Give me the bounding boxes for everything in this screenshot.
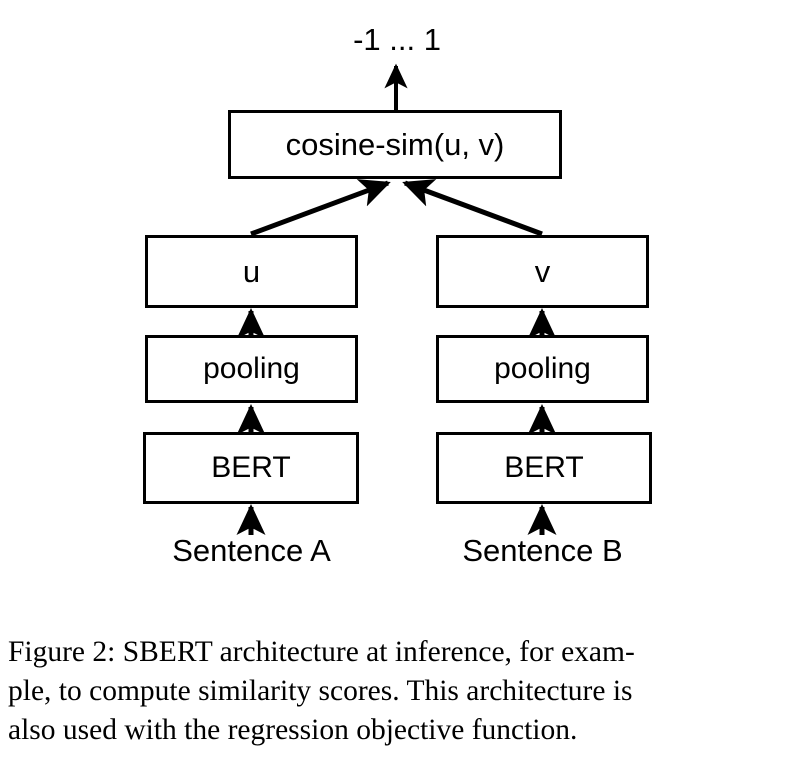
node-bert-right: BERT — [436, 432, 652, 504]
arrow-u-to-cosine — [250, 179, 391, 237]
node-v: v — [436, 235, 649, 308]
output-range-label: -1 ... 1 — [353, 22, 441, 57]
node-bert-left: BERT — [143, 432, 359, 504]
diagram-connectors — [236, 63, 557, 535]
node-u: u — [145, 235, 358, 308]
sbert-architecture-diagram: -1 ... 1 cosine-sim(u, v) u v pooling po… — [143, 22, 652, 568]
input-label-sentence-a: Sentence A — [172, 533, 331, 568]
caption-line-1: Figure 2: SBERT architecture at inferenc… — [8, 636, 635, 668]
node-pooling-left: pooling — [145, 335, 358, 403]
caption-line-2: ple, to compute similarity scores. This … — [8, 675, 633, 708]
input-label-sentence-b: Sentence B — [462, 533, 623, 568]
node-pooling-right: pooling — [436, 335, 649, 403]
figure-caption: Figure 2: SBERT architecture at inferenc… — [8, 633, 786, 751]
caption-line-3: also used with the regression objective … — [8, 714, 578, 747]
arrow-v-to-cosine — [402, 179, 543, 237]
node-cosine-sim: cosine-sim(u, v) — [228, 110, 562, 179]
